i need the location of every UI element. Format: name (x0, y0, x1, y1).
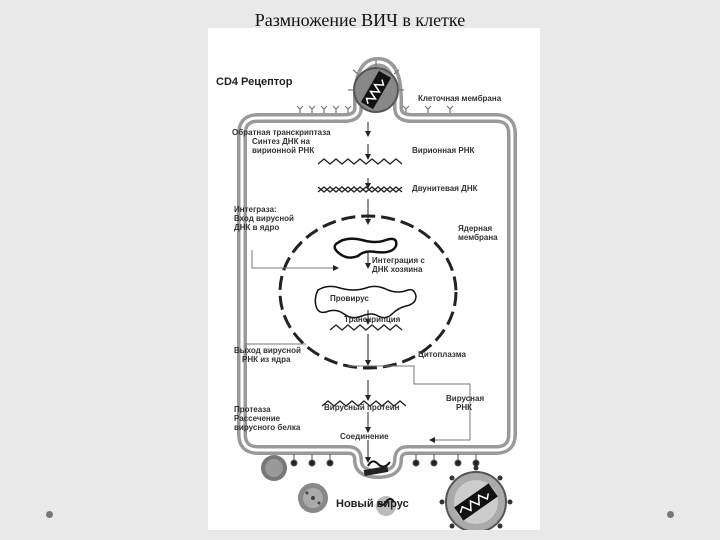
transcription-label: Транскрипция (344, 315, 401, 324)
integration-label-2: ДНК хозяина (372, 265, 423, 274)
entering-virus (348, 60, 404, 113)
nuclear-membrane-label-2: мембрана (458, 233, 498, 242)
rt-label-2: Синтез ДНК на (252, 137, 310, 146)
budding-virus (363, 460, 391, 477)
nuclear-membrane-label-1: Ядерная (458, 224, 493, 233)
cell-membrane-label: Клеточная мембрана (418, 94, 502, 103)
assembly-label: Соединение (340, 432, 389, 441)
slide-title: Размножение ВИЧ в клетке (254, 10, 466, 30)
integrase-label-1: Интеграза: (234, 205, 277, 214)
released-virus-1 (261, 455, 287, 481)
virion-rna-label: Вирионная РНК (412, 146, 475, 155)
slide-corner-dot-left (46, 511, 53, 518)
viral-rna-label-2: РНК (456, 403, 472, 412)
integrase-label-2: Вход вирусной (234, 214, 294, 223)
protease-label-3: вирусного белка (234, 423, 301, 432)
exit-label-1: Выход вирусной (234, 346, 301, 355)
mature-virus (439, 465, 513, 530)
virion-rna-strand (317, 158, 403, 165)
rt-label-3: вирионной РНК (252, 146, 315, 155)
new-virus-label: Новый вирус (336, 498, 409, 510)
rt-label-1: Обратная транскриптаза (232, 128, 331, 137)
provirus-label: Провирус (330, 294, 369, 303)
protease-label-1: Протеаза (234, 405, 271, 414)
diagram-graphics (237, 56, 517, 530)
cd4-receptor-label: CD4 Рецептор (216, 76, 293, 88)
ds-dna-label: Двунитевая ДНК (412, 184, 478, 193)
hiv-diagram: CD4 Рецептор Клеточная мембрана Обратная… (208, 28, 540, 530)
released-virus-2 (298, 483, 328, 513)
integration-label-1: Интеграция с (372, 256, 425, 265)
viral-dna-loop (333, 237, 398, 259)
host-dna (314, 285, 417, 319)
cytoplasm-label: Цитоплазма (418, 350, 466, 359)
protease-label-2: Рассечение (234, 414, 281, 423)
viral-protein-label: Вирусный протеин (324, 403, 400, 412)
exit-label-2: РНК из ядра (242, 355, 291, 364)
bottom-receptors (290, 454, 480, 467)
slide-corner-dot-right (667, 511, 674, 518)
integrase-label-3: ДНК в ядро (234, 223, 280, 232)
new-virus-core (376, 496, 396, 516)
nucleus (278, 214, 458, 370)
viral-rna-label-1: Вирусная (446, 394, 485, 403)
ds-dna-strand (317, 186, 403, 193)
